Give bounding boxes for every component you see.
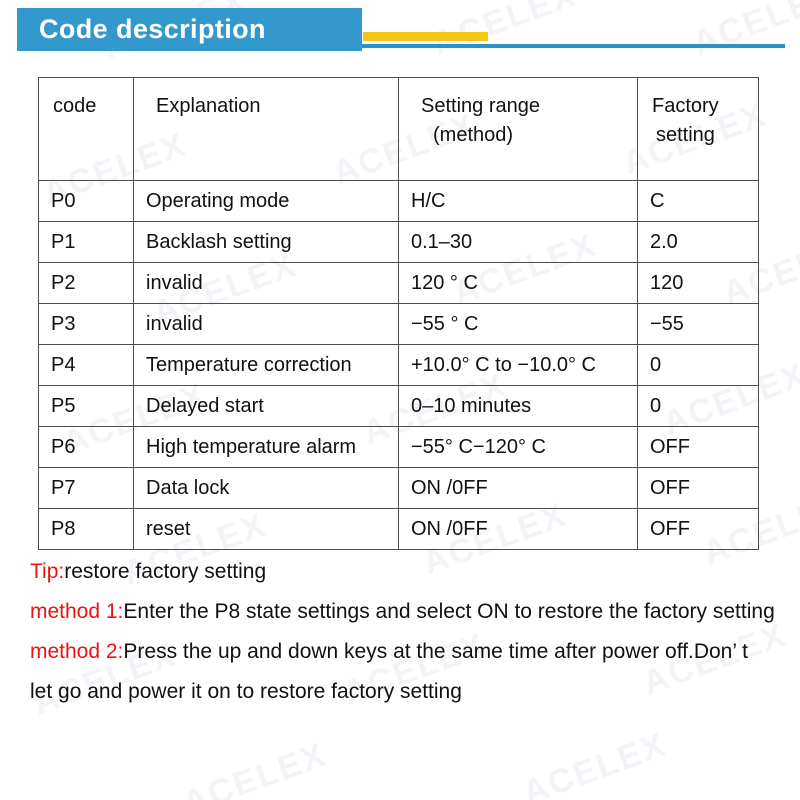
cell-explanation: Delayed start (133, 385, 399, 427)
cell-code: P8 (38, 508, 134, 550)
cell-factory: C (637, 180, 759, 222)
cell-code: P6 (38, 426, 134, 468)
cell-code: P1 (38, 221, 134, 263)
column-header-factory-setting-label: Factory (652, 95, 719, 117)
tip-body: restore factory setting (64, 560, 267, 583)
cell-explanation: Operating mode (133, 180, 399, 222)
table-header-row: code Explanation Setting range (method) … (38, 77, 759, 181)
cell-range: ON /0FF (398, 467, 638, 509)
parameter-code-table: code Explanation Setting range (method) … (38, 77, 759, 550)
page-title: Code description (39, 14, 266, 44)
cell-factory: 120 (637, 262, 759, 304)
cell-code: P0 (38, 180, 134, 222)
tip-label: Tip: (30, 560, 65, 583)
accent-bar-yellow (363, 32, 488, 41)
cell-code: P3 (38, 303, 134, 345)
cell-explanation: reset (133, 508, 399, 550)
accent-rule-blue (95, 44, 785, 48)
cell-range: 0.1–30 (398, 221, 638, 263)
cell-factory: 0 (637, 385, 759, 427)
cell-explanation: High temperature alarm (133, 426, 399, 468)
tip-label: method 2: (30, 640, 124, 663)
column-header-setting-range-label: Setting range (421, 95, 540, 117)
watermark-text: ACELEX (517, 725, 672, 800)
watermark-text: ACELEX (687, 0, 800, 63)
column-header-code-label: code (53, 95, 97, 117)
watermark-text: ACELEX (177, 735, 332, 800)
cell-explanation: invalid (133, 303, 399, 345)
cell-factory: −55 (637, 303, 759, 345)
cell-factory: 2.0 (637, 221, 759, 263)
column-header-setting-range: Setting range (method) (398, 77, 638, 181)
cell-explanation: Temperature correction (133, 344, 399, 386)
cell-factory: OFF (637, 467, 759, 509)
cell-range: −55 ° C (398, 303, 638, 345)
cell-range: H/C (398, 180, 638, 222)
cell-code: P2 (38, 262, 134, 304)
tip-paragraph: method 2:Press the up and down keys at t… (30, 632, 775, 712)
cell-code: P4 (38, 344, 134, 386)
tip-body: Enter the P8 state settings and select O… (123, 600, 775, 623)
column-header-factory-setting: Factory setting (637, 77, 759, 181)
cell-range: 0–10 minutes (398, 385, 638, 427)
column-header-factory-setting-sublabel: setting (656, 124, 715, 146)
column-header-code: code (38, 77, 134, 181)
header-banner: Code description (17, 8, 362, 51)
cell-explanation: Data lock (133, 467, 399, 509)
table-header: code Explanation Setting range (method) … (38, 77, 759, 181)
cell-explanation: invalid (133, 262, 399, 304)
cell-range: ON /0FF (398, 508, 638, 550)
tip-paragraph: Tip:restore factory setting (30, 552, 775, 592)
cell-code: P5 (38, 385, 134, 427)
cell-explanation: Backlash setting (133, 221, 399, 263)
cell-factory: OFF (637, 508, 759, 550)
tip-paragraph: method 1:Enter the P8 state settings and… (30, 592, 775, 632)
cell-factory: OFF (637, 426, 759, 468)
column-header-explanation-label: Explanation (156, 95, 261, 117)
column-header-setting-range-sublabel: (method) (433, 124, 514, 146)
tip-label: method 1: (30, 600, 124, 623)
cell-factory: 0 (637, 344, 759, 386)
column-header-explanation: Explanation (133, 77, 399, 181)
cell-range: +10.0° C to −10.0° C (398, 344, 638, 386)
tip-body: Press the up and down keys at the same t… (30, 640, 748, 703)
cell-range: 120 ° C (398, 262, 638, 304)
cell-range: −55° C−120° C (398, 426, 638, 468)
cell-code: P7 (38, 467, 134, 509)
